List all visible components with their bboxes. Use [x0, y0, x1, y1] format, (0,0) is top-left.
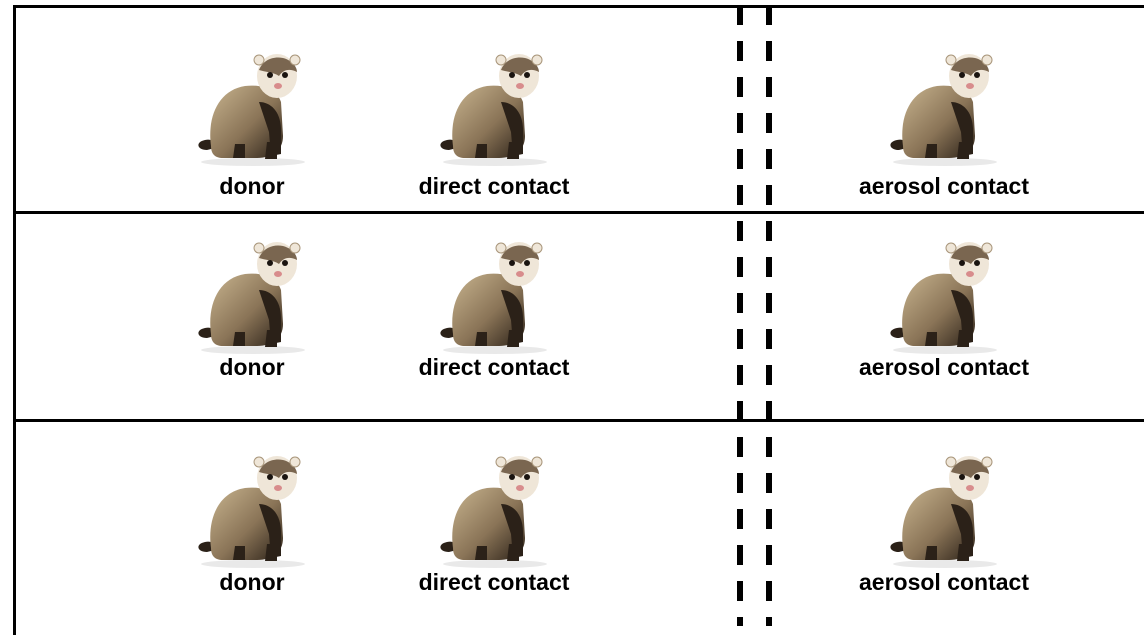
ferret-icon	[885, 46, 1003, 166]
direct-label: direct contact	[418, 173, 570, 199]
donor-label: donor	[219, 569, 285, 595]
aerosol-label: aerosol contact	[859, 354, 1029, 380]
direct-label: direct contact	[418, 569, 570, 595]
donor-label: donor	[219, 173, 285, 199]
diagram-frame	[13, 5, 1144, 635]
ferret-icon	[885, 448, 1003, 568]
aerosol-label: aerosol contact	[859, 569, 1029, 595]
partition-dashed-line-left	[737, 5, 743, 626]
aerosol-label: aerosol contact	[859, 173, 1029, 199]
partition-dashed-line-right	[766, 5, 772, 626]
ferret-icon	[435, 234, 553, 354]
ferret-icon	[435, 448, 553, 568]
ferret-icon	[193, 448, 311, 568]
row-divider-2	[13, 419, 1144, 422]
ferret-icon	[193, 46, 311, 166]
ferret-icon	[193, 234, 311, 354]
donor-label: donor	[219, 354, 285, 380]
ferret-icon	[435, 46, 553, 166]
row-divider-1	[13, 211, 1144, 214]
ferret-icon	[885, 234, 1003, 354]
direct-label: direct contact	[418, 354, 570, 380]
